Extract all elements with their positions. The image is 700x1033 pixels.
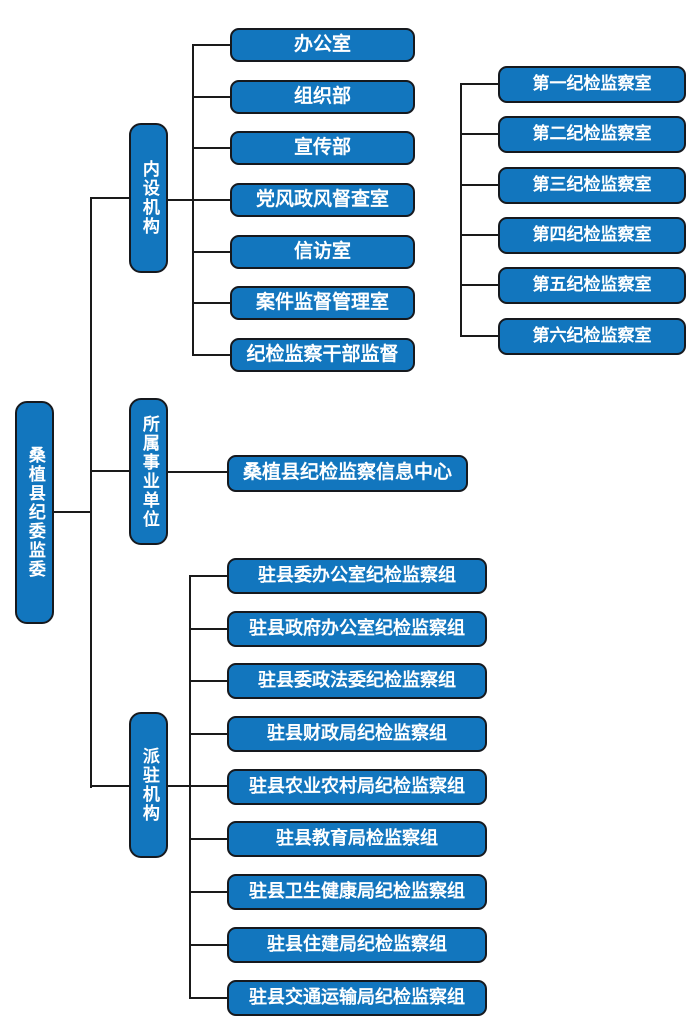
org-node: 案件监督管理室 [230, 286, 415, 320]
connector-root [54, 511, 90, 513]
connector-stub [460, 335, 498, 337]
org-node: 纪检监察干部监督 [230, 338, 415, 372]
connector-stub [460, 83, 498, 85]
connector-stub [168, 199, 230, 201]
org-node: 第一纪检监察室 [498, 66, 686, 103]
connector-trunk [90, 197, 92, 788]
connector-stub [192, 96, 230, 98]
org-node: 第六纪检监察室 [498, 318, 686, 355]
org-node: 驻县委办公室纪检监察组 [227, 558, 487, 594]
connector-stub [192, 44, 230, 46]
org-node: 驻县卫生健康局纪检监察组 [227, 874, 487, 910]
org-node: 第四纪检监察室 [498, 217, 686, 254]
connector-stub [192, 147, 230, 149]
org-node: 驻县财政局纪检监察组 [227, 716, 487, 752]
org-node: 驻县教育局检监察组 [227, 821, 487, 857]
connector-stub [168, 785, 227, 787]
connector-stub [189, 680, 227, 682]
connector-stub [189, 628, 227, 630]
org-node: 信访室 [230, 235, 415, 269]
org-branch-dispatched: 派驻机构 [129, 712, 168, 858]
org-node: 桑植县纪检监察信息中心 [227, 455, 468, 492]
connector-stub [460, 133, 498, 135]
org-node: 第二纪检监察室 [498, 116, 686, 153]
connector-stub [189, 944, 227, 946]
connector-bracket-dispatched [189, 575, 191, 999]
org-node: 驻县委政法委纪检监察组 [227, 663, 487, 699]
org-node: 办公室 [230, 28, 415, 62]
connector-branch-affiliated-left [90, 470, 129, 472]
connector-stub [460, 284, 498, 286]
connector-stub [189, 891, 227, 893]
org-node: 宣传部 [230, 131, 415, 165]
connector-stub [189, 575, 227, 577]
org-node: 党风政风督查室 [230, 183, 415, 217]
connector-branch-internal [90, 197, 129, 199]
connector-stub [460, 234, 498, 236]
connector-stub [192, 302, 230, 304]
org-branch-internal: 内设机构 [129, 123, 168, 273]
org-node: 驻县农业农村局纪检监察组 [227, 769, 487, 805]
connector-bracket-offices [460, 83, 462, 337]
org-node: 第三纪检监察室 [498, 167, 686, 204]
org-node: 驻县住建局纪检监察组 [227, 927, 487, 963]
connector-stub [192, 251, 230, 253]
connector-stub [189, 997, 227, 999]
connector-stub [189, 733, 227, 735]
connector-stub [189, 838, 227, 840]
connector-stub [192, 354, 230, 356]
org-node: 第五纪检监察室 [498, 267, 686, 304]
connector-branch-affiliated-right [167, 471, 227, 473]
connector-stub [460, 184, 498, 186]
org-branch-affiliated: 所属事业单位 [129, 398, 168, 545]
org-node-root: 桑植县纪委监委 [15, 401, 54, 624]
org-node: 组织部 [230, 80, 415, 114]
org-node: 驻县交通运输局纪检监察组 [227, 980, 487, 1016]
connector-branch-dispatched [90, 785, 129, 787]
org-node: 驻县政府办公室纪检监察组 [227, 611, 487, 647]
